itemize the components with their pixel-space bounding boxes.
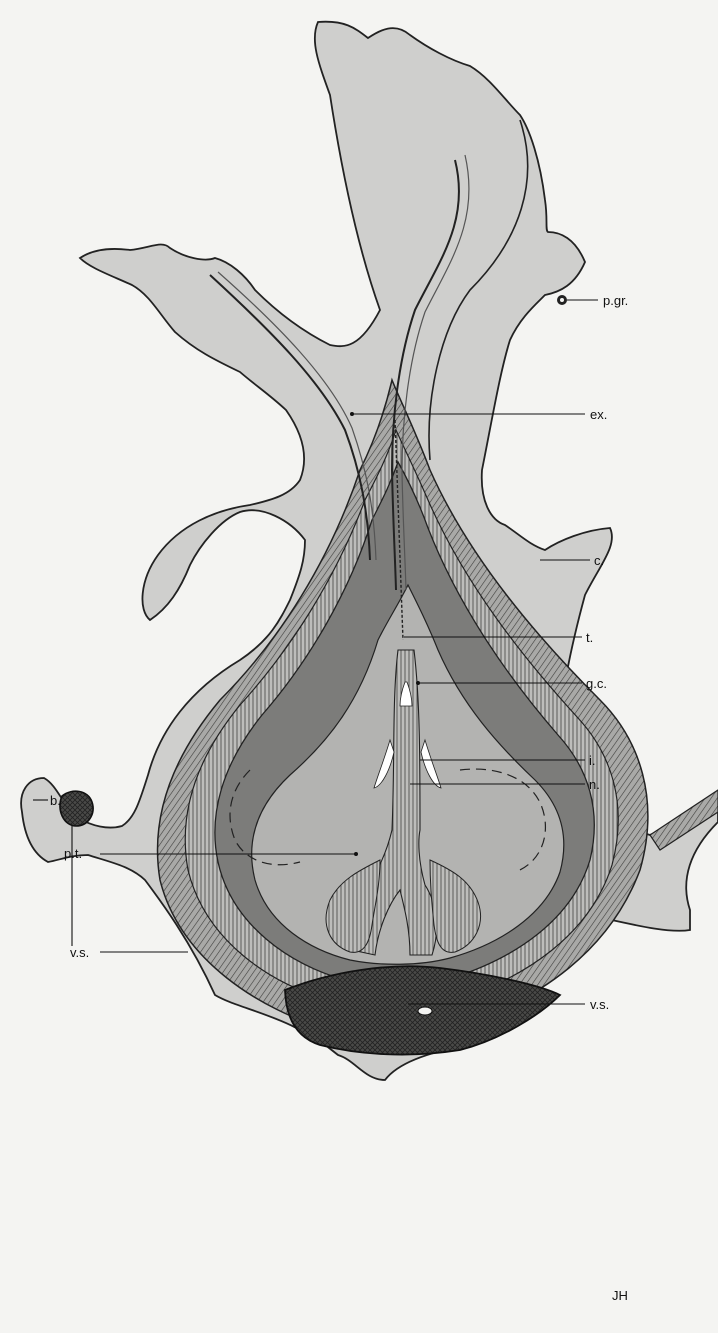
leader-ex-dot bbox=[350, 412, 354, 416]
signature: JH bbox=[612, 1288, 628, 1303]
label-g-c: g.c. bbox=[586, 676, 607, 691]
label-b: b. bbox=[50, 793, 61, 808]
label-v-s-left: v.s. bbox=[70, 945, 89, 960]
pigment-granule-center bbox=[560, 298, 564, 302]
label-n: n. bbox=[589, 777, 600, 792]
label-c: c. bbox=[594, 553, 604, 568]
label-ex: ex. bbox=[590, 407, 607, 422]
label-p-gr: p.gr. bbox=[603, 293, 628, 308]
leader-g-c-dot bbox=[416, 681, 420, 685]
label-t: t. bbox=[586, 630, 593, 645]
label-p-t: p.t. bbox=[64, 846, 82, 861]
sinus-lumen bbox=[418, 1007, 432, 1015]
label-v-s-bottom: v.s. bbox=[590, 997, 609, 1012]
label-i: i. bbox=[589, 753, 596, 768]
leader-p-t-dot bbox=[354, 852, 358, 856]
venous-sinus-left bbox=[60, 791, 93, 826]
